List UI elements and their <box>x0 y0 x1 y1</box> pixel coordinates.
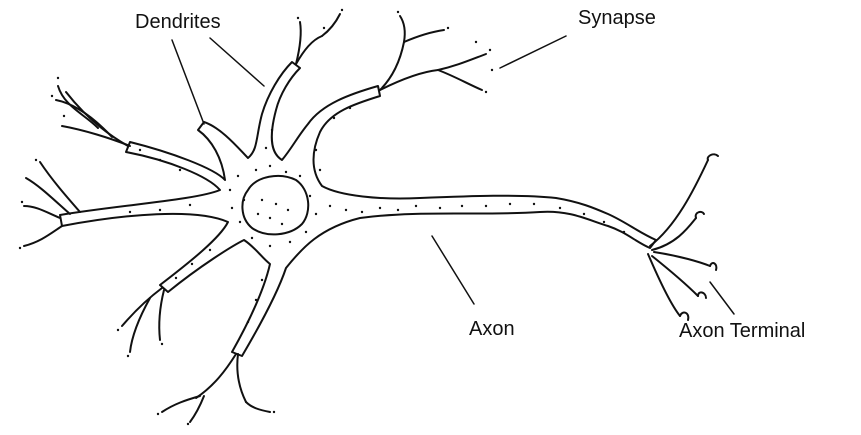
axon-leader-line <box>432 236 474 304</box>
axon-terminal-leader-line <box>710 282 734 314</box>
label-axon: Axon <box>469 319 515 339</box>
synapse-leader-line <box>500 36 566 68</box>
cell-body-outline <box>60 62 656 356</box>
axon-terminal-branches <box>648 154 718 320</box>
upper-branches <box>296 14 486 90</box>
dendrite-branches <box>24 86 270 422</box>
label-synapse: Synapse <box>578 8 656 28</box>
dendrites-leader-line-2 <box>210 38 264 86</box>
label-axon-terminal: Axon Terminal <box>679 321 805 341</box>
label-dendrites: Dendrites <box>135 12 221 32</box>
dendrites-leader-line <box>172 40 204 124</box>
